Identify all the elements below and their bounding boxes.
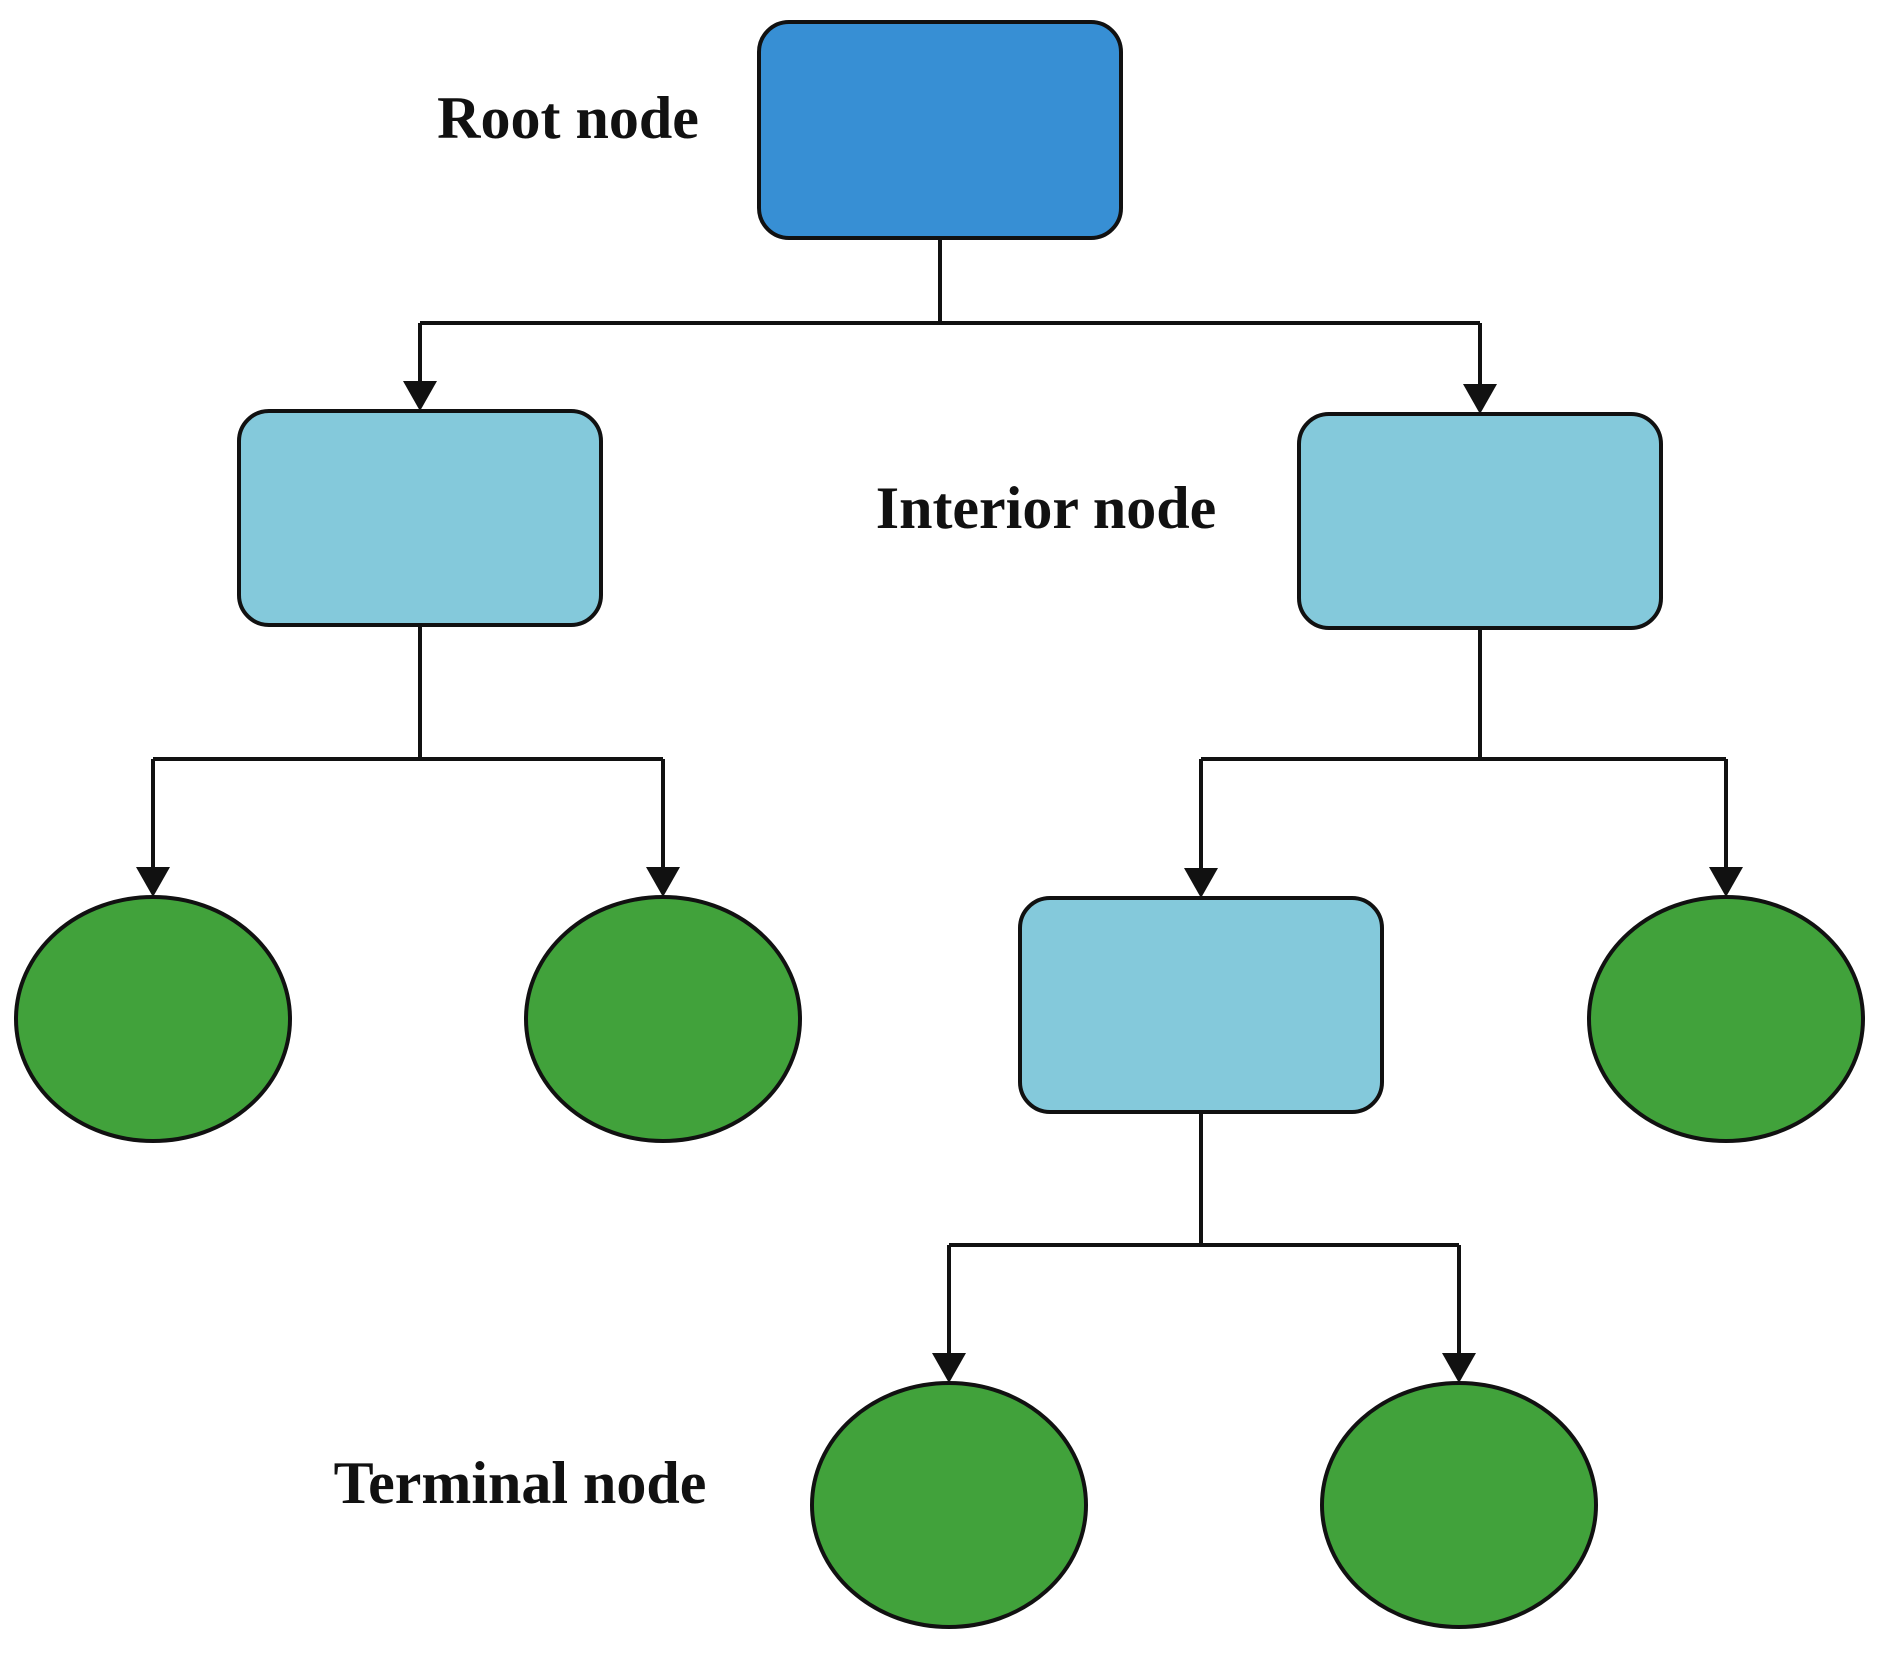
arrow-head <box>646 867 680 897</box>
nodes-group <box>14 20 1865 1629</box>
interior-node <box>237 409 603 627</box>
arrow-head <box>403 381 437 411</box>
terminal-node <box>810 1381 1088 1629</box>
arrow-head <box>136 867 170 897</box>
terminal-node <box>14 895 292 1143</box>
terminal-node <box>1587 895 1865 1143</box>
arrow-head <box>932 1353 966 1383</box>
arrow-head <box>1184 868 1218 898</box>
arrow-head <box>1463 384 1497 414</box>
terminal-node <box>1320 1381 1598 1629</box>
interior-node-label: Interior node <box>876 475 1217 541</box>
terminal-node <box>524 895 802 1143</box>
root-node-label: Root node <box>437 85 699 151</box>
arrow-head <box>1709 867 1743 897</box>
arrow-head <box>1442 1353 1476 1383</box>
root-node <box>757 20 1123 240</box>
interior-node <box>1297 412 1663 630</box>
interior-node <box>1018 896 1384 1114</box>
edges-group <box>136 238 1743 1383</box>
terminal-node-label: Terminal node <box>334 1450 707 1516</box>
